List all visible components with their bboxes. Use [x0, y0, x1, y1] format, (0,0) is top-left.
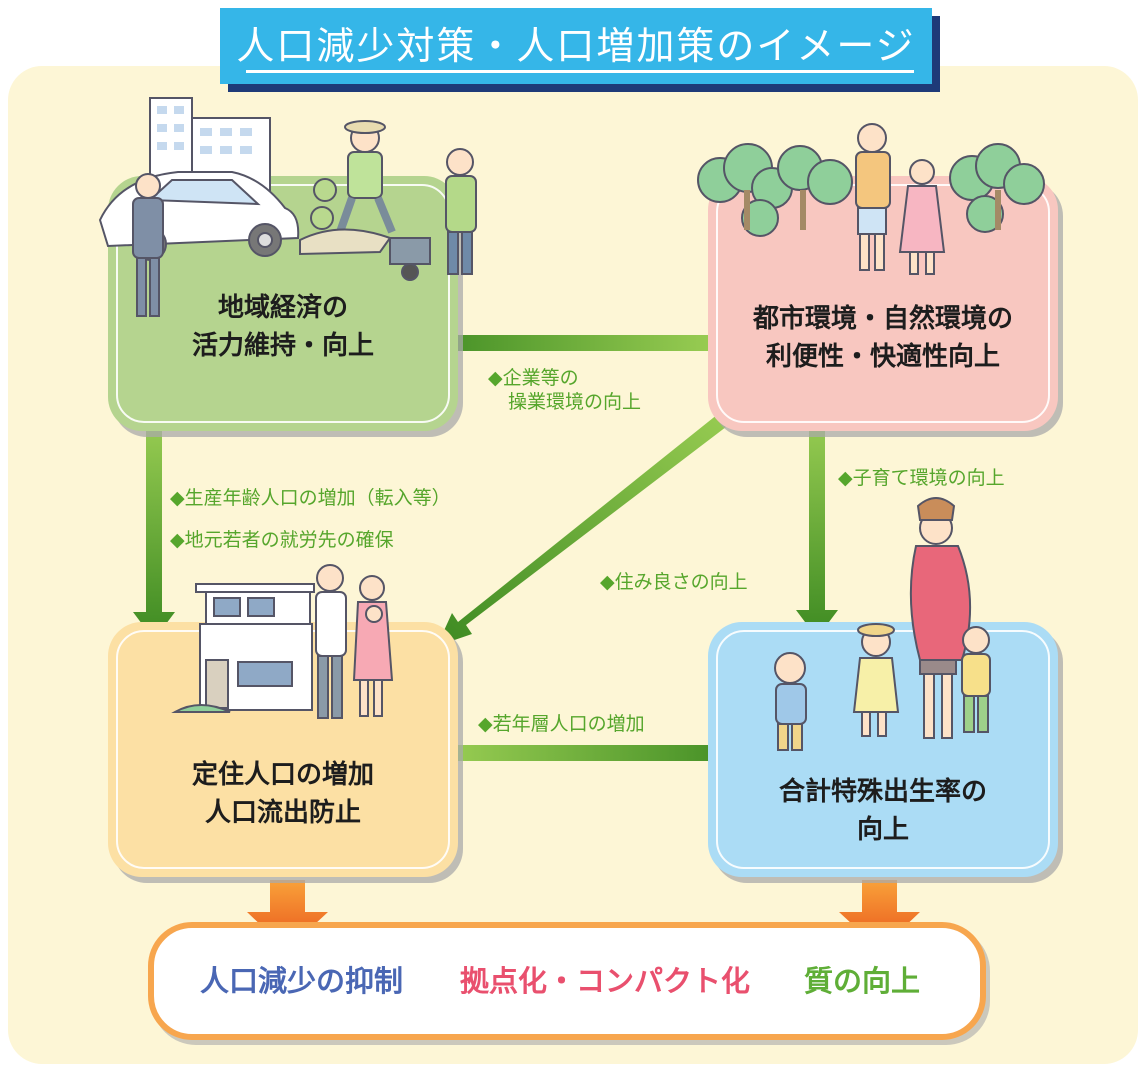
result-suppress: 人口減少の抑制 — [200, 964, 404, 998]
arrow-label-local-youth: ◆地元若者の就労先の確保 — [170, 529, 394, 551]
label-birthrate: 合計特殊出生率の 向上 — [730, 773, 1036, 849]
arrow-env-to-birthrate — [796, 410, 838, 638]
arrow-env-to-population — [437, 402, 743, 646]
label-economy-line1: 地域経済の — [217, 293, 348, 323]
arrow-label-business-line2: 操業環境の向上 — [508, 391, 642, 413]
page-title: 人口減少対策・人口増加策のイメージ — [236, 24, 916, 68]
arrow-label-working-age: ◆生産年齢人口の増加（転入等） — [170, 487, 451, 509]
label-population: 定住人口の増加 人口流出防止 — [150, 756, 416, 832]
arrow-label-childcare: ◆子育て環境の向上 — [838, 467, 1005, 489]
label-birthrate-line2: 向上 — [856, 815, 909, 845]
title-underline — [246, 70, 914, 73]
label-population-line1: 定住人口の増加 — [191, 760, 374, 790]
result-compact: 拠点化・コンパクト化 — [460, 964, 751, 998]
label-economy-line2: 活力維持・向上 — [191, 331, 374, 361]
arrow-label-young-pop: ◆若年層人口の増加 — [478, 713, 645, 735]
arrow-env-to-economy — [410, 323, 725, 363]
title-plate: 人口減少対策・人口増加策のイメージ — [220, 8, 940, 92]
arrow-label-business: ◆企業等の 操業環境の向上 — [488, 366, 641, 414]
arrow-label-livability: ◆住み良さの向上 — [600, 571, 748, 593]
arrow-economy-to-population — [133, 412, 175, 640]
box-population-frame — [116, 630, 450, 869]
result-quality: 質の向上 — [804, 964, 921, 998]
result-box: 人口減少の抑制 拠点化・コンパクト化 質の向上 — [148, 922, 986, 1040]
label-birthrate-line1: 合計特殊出生率の — [778, 777, 987, 807]
arrow-population-to-result — [247, 880, 328, 950]
label-environment: 都市環境・自然環境の 利便性・快適性向上 — [720, 300, 1046, 376]
label-population-line2: 人口流出防止 — [204, 798, 361, 828]
label-environment-line1: 都市環境・自然環境の — [752, 304, 1013, 334]
arrow-birthrate-to-result — [839, 880, 920, 950]
box-population — [108, 622, 458, 877]
arrow-label-business-line1: ◆企業等の — [488, 367, 579, 389]
label-environment-line2: 利便性・快適性向上 — [765, 342, 1000, 372]
arrow-population-to-birthrate — [436, 733, 755, 773]
label-economy: 地域経済の 活力維持・向上 — [150, 289, 416, 365]
